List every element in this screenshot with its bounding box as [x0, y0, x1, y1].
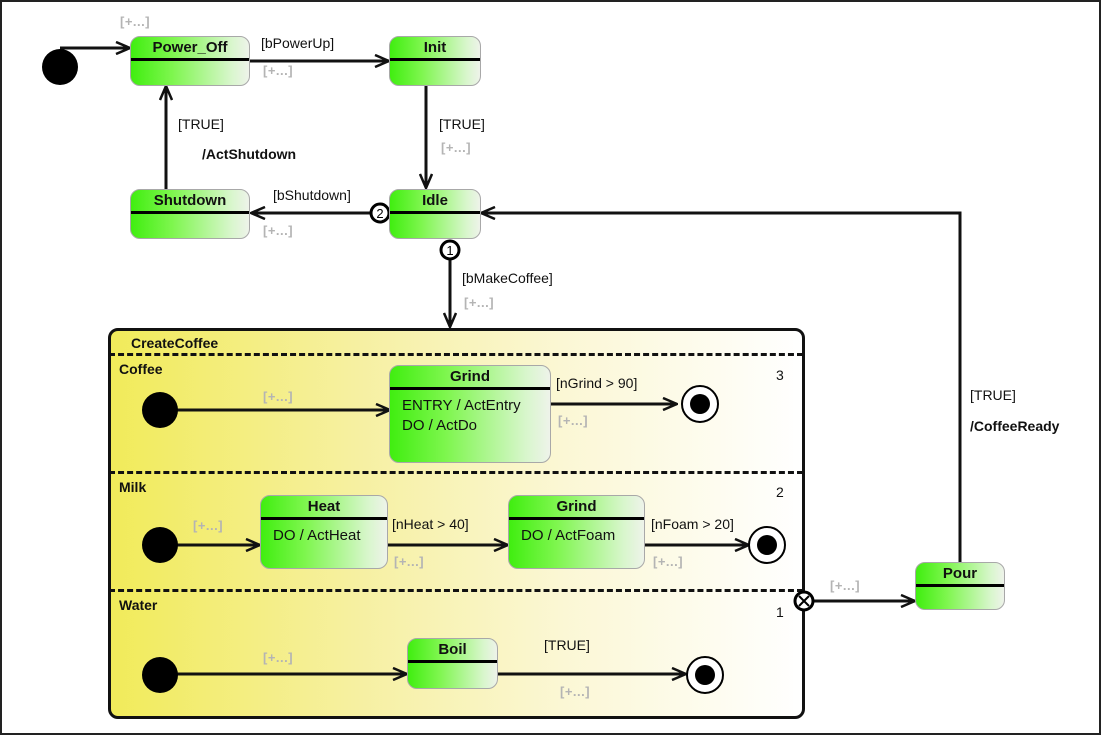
region-divider [109, 589, 803, 592]
state-name: Idle [390, 190, 480, 214]
transition-guard: [TRUE] [970, 387, 1016, 403]
state-actions: ENTRY / ActEntry DO / ActDo [390, 390, 550, 436]
state-milk-grind[interactable]: Grind DO / ActFoam [508, 495, 645, 569]
initial-node [42, 49, 78, 85]
priority-marker-1: 1 [439, 239, 461, 261]
transition-placeholder[interactable]: [+...] [653, 554, 684, 569]
state-name: Power_Off [131, 37, 249, 61]
state-idle[interactable]: Idle [389, 189, 481, 239]
transition-guard: [bPowerUp] [261, 35, 335, 51]
transition-guard: [nFoam > 20] [651, 516, 734, 532]
region-name-coffee: Coffee [119, 361, 163, 377]
final-node [686, 656, 724, 694]
transition-guard: [bShutdown] [273, 187, 351, 203]
initial-node [142, 392, 178, 428]
initial-node [142, 657, 178, 693]
exit-point-icon [793, 590, 815, 612]
state-power-off[interactable]: Power_Off [130, 36, 250, 86]
transition-placeholder[interactable]: [+...] [120, 14, 151, 29]
transition-guard: [TRUE] [544, 637, 590, 653]
region-priority: 2 [776, 484, 784, 500]
transition-placeholder[interactable]: [+...] [263, 63, 294, 78]
region-name-milk: Milk [119, 479, 147, 495]
state-shutdown[interactable]: Shutdown [130, 189, 250, 239]
state-action: DO / ActHeat [273, 527, 361, 544]
state-action: DO / ActFoam [521, 527, 616, 544]
priority-marker-text: 1 [446, 243, 453, 258]
region-name-water: Water [119, 597, 158, 613]
state-name: Pour [916, 563, 1004, 587]
state-milk-heat[interactable]: Heat DO / ActHeat [260, 495, 388, 569]
region-priority: 3 [776, 367, 784, 383]
transition-guard: [TRUE] [178, 116, 224, 132]
transition-placeholder[interactable]: [+...] [560, 684, 591, 699]
state-name: Shutdown [131, 190, 249, 214]
transition-placeholder[interactable]: [+...] [441, 140, 472, 155]
transition-action: /CoffeeReady [970, 418, 1060, 434]
transition-guard: [nGrind > 90] [556, 375, 638, 391]
state-water-boil[interactable]: Boil [407, 638, 498, 689]
region-priority: 1 [776, 604, 784, 620]
final-node [681, 385, 719, 423]
composite-state-title: CreateCoffee [131, 335, 219, 351]
state-name: Boil [408, 639, 497, 663]
transition-action: /ActShutdown [202, 146, 297, 162]
state-action: ENTRY / ActEntry [402, 397, 521, 414]
initial-node [142, 527, 178, 563]
state-actions: DO / ActFoam [509, 520, 644, 546]
transition-pour-idle[interactable] [481, 213, 962, 562]
transition-placeholder[interactable]: [+...] [394, 554, 425, 569]
transition-placeholder[interactable]: [+...] [464, 295, 495, 310]
state-name: Heat [261, 496, 387, 520]
state-action: DO / ActDo [402, 417, 478, 434]
state-name: Grind [390, 366, 550, 390]
final-node [748, 526, 786, 564]
priority-marker-text: 2 [376, 206, 383, 221]
transition-placeholder[interactable]: [+...] [263, 223, 294, 238]
region-divider [109, 353, 803, 356]
state-init[interactable]: Init [389, 36, 481, 86]
state-coffee-grind[interactable]: Grind ENTRY / ActEntry DO / ActDo [389, 365, 551, 463]
transition-placeholder[interactable]: [+...] [263, 389, 294, 404]
transition-guard: [nHeat > 40] [392, 516, 469, 532]
state-name: Init [390, 37, 480, 61]
priority-marker-2: 2 [369, 202, 391, 224]
transition-guard: [bMakeCoffee] [462, 270, 553, 286]
transition-placeholder[interactable]: [+...] [263, 650, 294, 665]
transition-guard: [TRUE] [439, 116, 485, 132]
state-actions: DO / ActHeat [261, 520, 387, 546]
transition-placeholder[interactable]: [+...] [193, 518, 224, 533]
state-name: Grind [509, 496, 644, 520]
transition-placeholder[interactable]: [+...] [830, 578, 861, 593]
transition-placeholder[interactable]: [+...] [558, 413, 589, 428]
region-divider [109, 471, 803, 474]
state-pour[interactable]: Pour [915, 562, 1005, 610]
